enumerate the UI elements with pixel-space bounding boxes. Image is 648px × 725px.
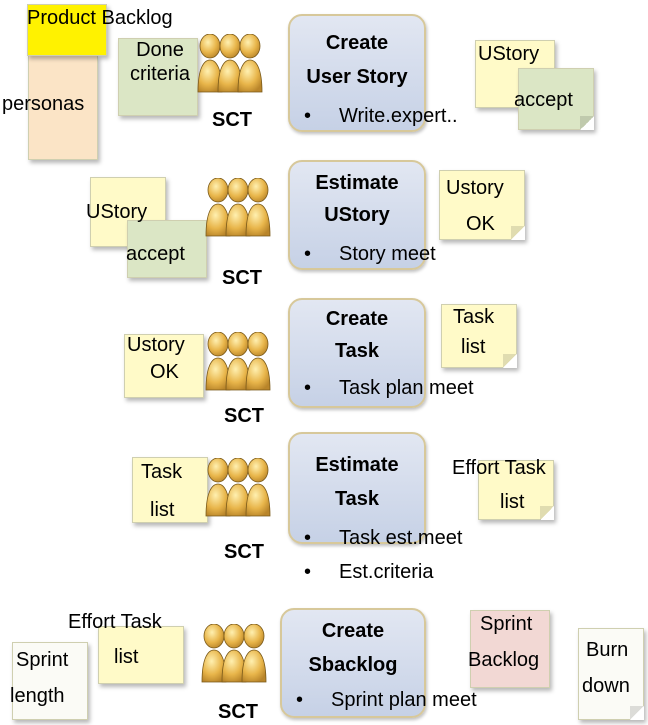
process-bullet-glyph: • (304, 527, 312, 549)
sct-label: SCT (224, 541, 264, 563)
sct-label: SCT (218, 701, 258, 723)
effort-task-list-note (98, 626, 184, 684)
ustory-ok-label-1: Ustory (446, 177, 504, 199)
effort-task-label: Effort Task (68, 611, 162, 633)
effort-list-label: list (114, 646, 139, 668)
process-bullet-glyph: • (304, 561, 312, 583)
sprint-backlog-note (470, 610, 550, 688)
accept-label: accept (514, 89, 573, 111)
personas-label: personas (2, 93, 85, 115)
sprint-length-note (12, 642, 88, 720)
burn-down-label-2: down (582, 675, 630, 697)
ustory-ok-note (124, 334, 204, 398)
ustory-label: UStory (478, 43, 540, 65)
task-list-label-1: Task (453, 306, 495, 328)
team-icon (205, 332, 271, 391)
product-backlog-note (27, 4, 107, 56)
personas-note (28, 55, 98, 160)
process-bullet: Story meet (339, 243, 436, 265)
process-bullet-glyph: • (304, 105, 312, 127)
task-list-note (441, 304, 517, 368)
sprint-backlog-label-2: Backlog (468, 649, 540, 671)
process-title-line2: User Story (306, 66, 408, 88)
process-bullet: Sprint plan meet (331, 689, 477, 711)
team-icon (197, 34, 263, 93)
accept-label: accept (126, 243, 185, 265)
process-title-line1: Create (321, 620, 385, 642)
sct-label: SCT (224, 405, 264, 427)
process-title-line1: Estimate (315, 172, 399, 194)
process-bullet: Write.expert.. (339, 105, 458, 127)
process-title-line2: Task (334, 340, 380, 362)
accept-note (518, 68, 594, 130)
sct-label: SCT (212, 109, 252, 131)
process-bullet: Task plan meet (339, 377, 474, 399)
sprint-length-label-1: Sprint (16, 649, 69, 671)
estimate-ustory-process (288, 160, 426, 270)
process-title-line1: Estimate (315, 454, 399, 476)
effort-task-list-note (478, 460, 554, 520)
task-list-note (132, 457, 208, 523)
team-icon (205, 458, 271, 517)
process-title-line2: Task (334, 488, 380, 510)
task-list-label-2: list (150, 499, 175, 521)
create-sbacklog-process (280, 608, 426, 718)
sprint-length-label-2: length (10, 685, 65, 707)
effort-list-label: list (500, 491, 525, 513)
process-title-line2: Sbacklog (308, 654, 398, 676)
burn-down-note (578, 628, 644, 720)
process-bullet-1: Task est.meet (339, 527, 463, 549)
process-title-line1: Create (325, 308, 389, 330)
product-backlog-label-1: Product Backlog (27, 7, 173, 29)
process-title-line1: Create (325, 32, 389, 54)
team-icon (205, 178, 271, 237)
ustory-ok-label-1: Ustory (127, 334, 185, 356)
process-bullet-glyph: • (296, 689, 304, 711)
estimate-task-process (288, 432, 426, 544)
process-title-line2: UStory (324, 204, 390, 226)
task-list-label-2: list (461, 336, 486, 358)
effort-task-label: Effort Task (452, 457, 546, 479)
create-task-process (288, 298, 426, 408)
create-user-story-process (288, 14, 426, 132)
task-list-label-1: Task (141, 461, 183, 483)
burn-down-label-1: Burn (586, 639, 629, 661)
ustory-ok-label-2: OK (466, 213, 495, 235)
ustory-label: UStory (86, 201, 148, 223)
process-bullet-glyph: • (304, 243, 312, 265)
process-bullet-2: Est.criteria (339, 561, 434, 583)
sprint-backlog-label-1: Sprint (480, 613, 533, 635)
done-criteria-label: Done criteria (129, 39, 190, 85)
sct-label: SCT (222, 267, 262, 289)
process-bullet-glyph: • (304, 377, 312, 399)
team-icon (201, 624, 267, 683)
done-criteria-note (118, 38, 198, 116)
accept-note (127, 220, 207, 278)
ustory-ok-label-2: OK (150, 361, 179, 383)
ustory-ok-note (439, 170, 525, 240)
